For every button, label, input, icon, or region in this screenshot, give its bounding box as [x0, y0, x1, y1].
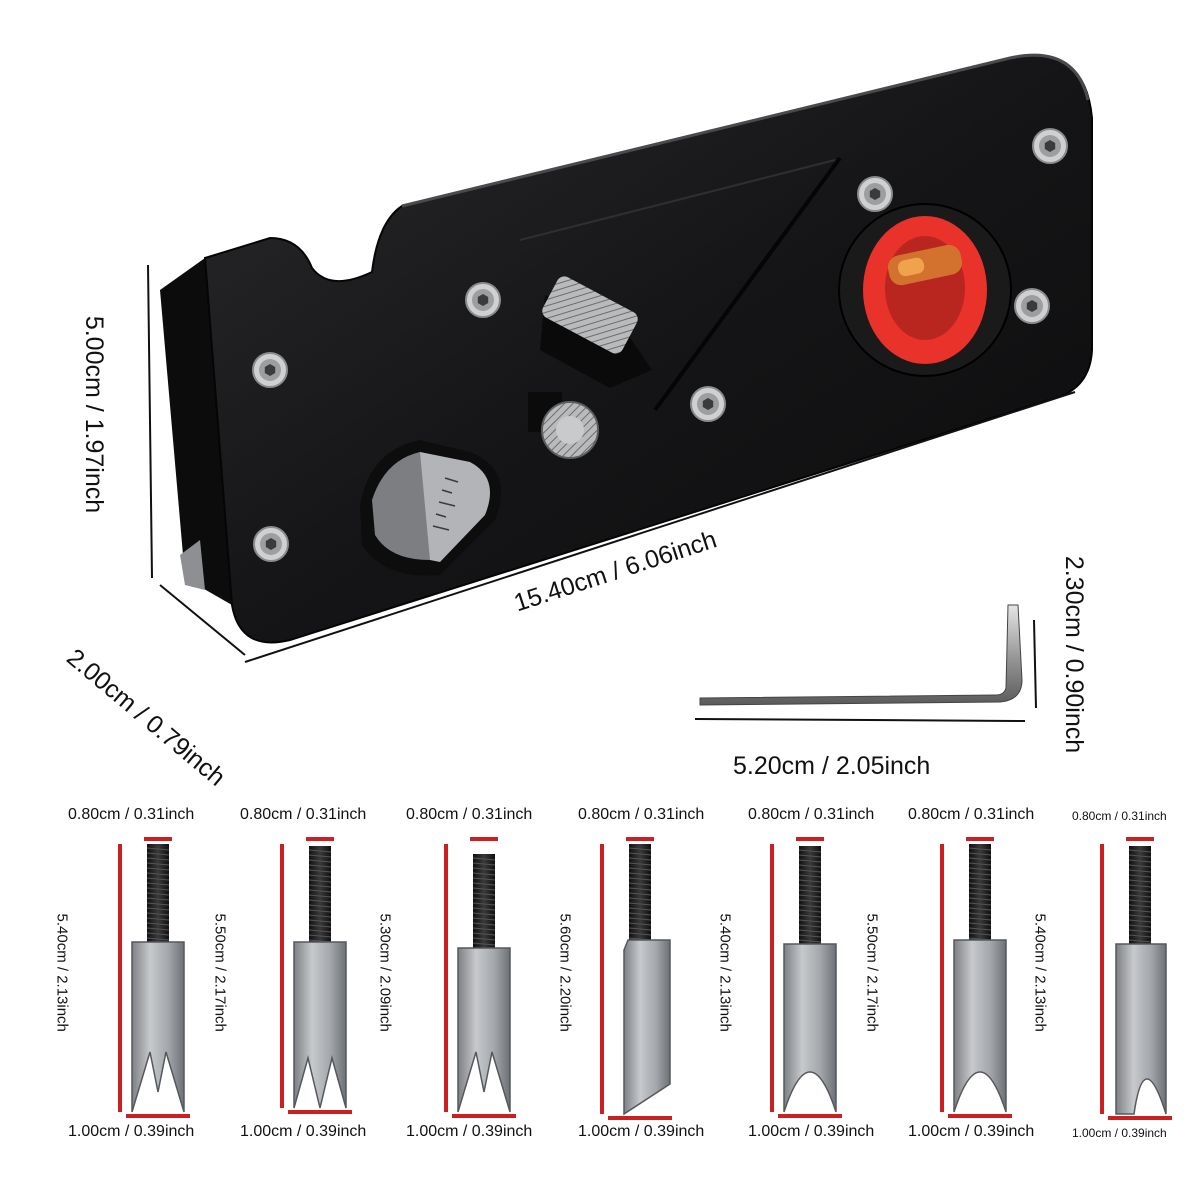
- knurled-wheel: [540, 276, 652, 388]
- height-dimension-line: [147, 264, 153, 579]
- bit-top-width-label: 0.80cm / 0.31inch: [578, 806, 705, 823]
- cutter-bit-1: [118, 837, 190, 1118]
- bit-top-width-label: 0.80cm / 0.31inch: [406, 806, 533, 823]
- bit-bottom-width-label: 1.00cm / 0.39inch: [748, 1123, 875, 1140]
- screw-icon: [1032, 128, 1068, 164]
- bit-length-label: 5.40cm / 2.13inch: [716, 913, 734, 1032]
- bit-top-width-label: 0.80cm / 0.31inch: [68, 806, 195, 823]
- steel-blade: [783, 943, 837, 1113]
- bit-bottom-width-label: 1.00cm / 0.39inch: [240, 1123, 367, 1140]
- planer-side-face: [160, 258, 232, 605]
- bit-bottom-width-label: 1.00cm / 0.39inch: [68, 1123, 195, 1140]
- wrench-length-label: 5.20cm / 2.05inch: [733, 752, 931, 780]
- bit-length-label: 5.30cm / 2.09inch: [376, 913, 394, 1032]
- bit-length-label: 5.40cm / 2.13inch: [1031, 913, 1049, 1032]
- cutter-bit-2: [280, 837, 352, 1114]
- steel-blade: [457, 947, 511, 1113]
- cutter-bit-6: [940, 837, 1012, 1118]
- cutter-bit-5: [770, 837, 842, 1118]
- wrench-height-line: [1033, 619, 1037, 709]
- bit-length-label: 5.60cm / 2.20inch: [556, 913, 574, 1032]
- screw-icon: [1014, 288, 1050, 324]
- bit-length-label: 5.40cm / 2.13inch: [53, 913, 71, 1032]
- screw-icon: [465, 282, 501, 318]
- screw-icon: [690, 386, 726, 422]
- screw-icon: [252, 352, 288, 388]
- bit-top-width-label: 0.80cm / 0.31inch: [240, 806, 367, 823]
- hex-wrench: [699, 604, 1023, 706]
- bit-bottom-width-label: 1.00cm / 0.39inch: [578, 1123, 705, 1140]
- cutter-bit-7: [1100, 837, 1172, 1120]
- bit-length-label: 5.50cm / 2.17inch: [211, 913, 229, 1032]
- bit-bottom-width-label: 1.00cm / 0.39inch: [1072, 1126, 1167, 1140]
- bit-bottom-width-label: 1.00cm / 0.39inch: [406, 1123, 533, 1140]
- bit-length-label: 5.50cm / 2.17inch: [863, 913, 881, 1032]
- screw-icon: [857, 176, 893, 212]
- blade-window: [360, 440, 502, 576]
- bit-bottom-width-label: 1.00cm / 0.39inch: [908, 1123, 1035, 1140]
- screw-icon: [253, 526, 289, 562]
- bit-top-width-label: 0.80cm / 0.31inch: [1072, 809, 1167, 823]
- cutter-bit-4: [600, 837, 672, 1120]
- wrench-length-line: [694, 718, 1026, 722]
- depth-dimension-line: [159, 584, 246, 656]
- steel-blade: [953, 939, 1007, 1113]
- planer-blade-edge: [180, 540, 205, 590]
- steel-blade: [293, 941, 347, 1109]
- steel-blade: [131, 941, 185, 1113]
- cutter-bit-3: [444, 837, 516, 1118]
- planer-top-edge: [401, 53, 1090, 208]
- planer-diagonal-groove: [653, 156, 842, 412]
- cutter-bits: [118, 837, 1172, 1120]
- planer-upper-seam: [519, 159, 836, 241]
- steel-blade: [1115, 943, 1167, 1115]
- steel-blade: [623, 939, 671, 1116]
- spirit-level: [838, 203, 1012, 377]
- edge-planer-tool: [160, 53, 1093, 644]
- wrench-height-label: 2.30cm / 0.90inch: [1060, 555, 1089, 754]
- length-dimension-line: [244, 391, 1076, 663]
- bit-top-width-label: 0.80cm / 0.31inch: [908, 806, 1035, 823]
- bit-top-width-label: 0.80cm / 0.31inch: [748, 806, 875, 823]
- planer-height-label: 5.00cm / 1.97inch: [80, 315, 109, 514]
- depth-knob: [528, 392, 599, 459]
